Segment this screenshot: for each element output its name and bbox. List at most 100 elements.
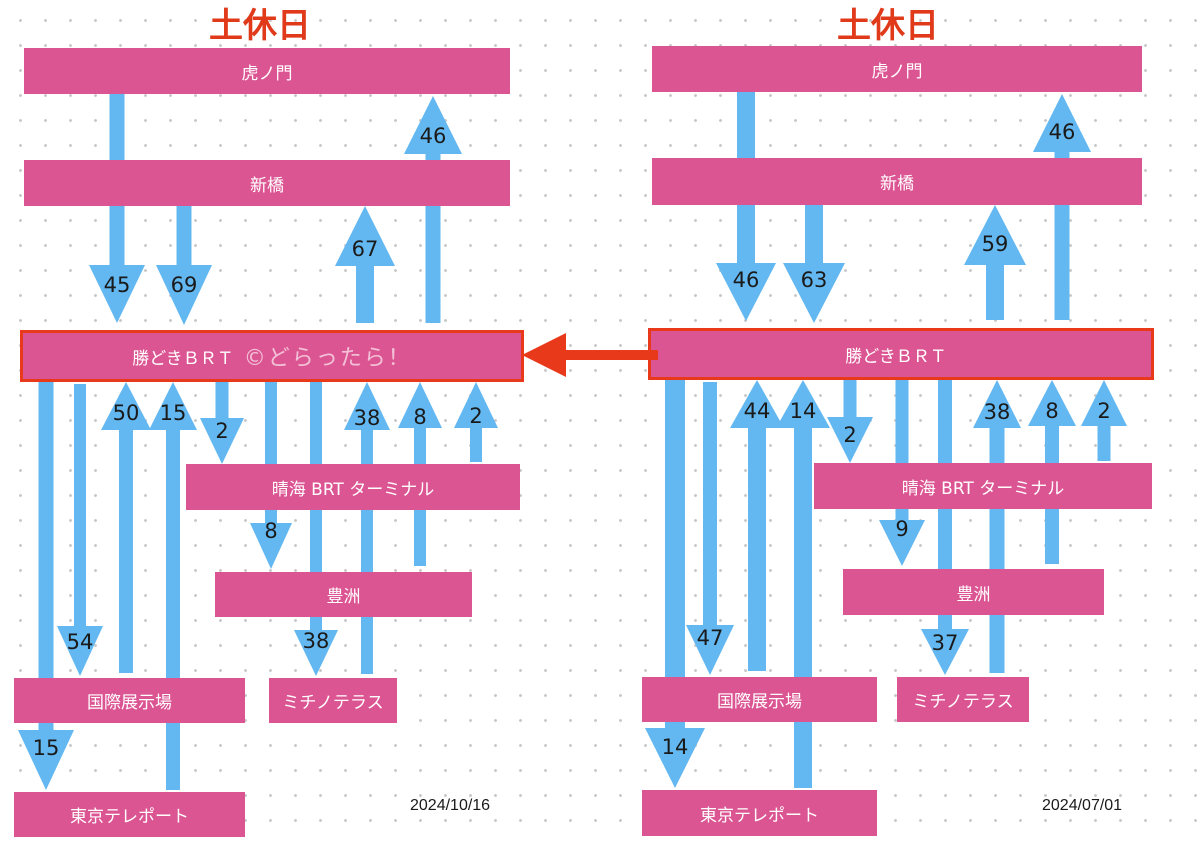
flow-value-label: 2	[1097, 399, 1110, 423]
station-label: 東京テレポート	[700, 805, 819, 826]
flow-value-label: 59	[982, 232, 1009, 256]
flow-arrow-head	[973, 380, 1021, 428]
flow-arrow-shaft	[805, 205, 823, 263]
flow-arrow-head	[1081, 380, 1127, 426]
flow-value-label: 46	[1049, 120, 1076, 144]
panel-left: 45 69 67 46 15 54 50 15 2 8 38 38 8 2 土休日 虎ノ門 新橋 勝どきＢ…	[14, 6, 524, 837]
flow-arrow-head	[398, 382, 442, 428]
flow-arrow-kachidoki-to-teleport: 14	[645, 380, 705, 788]
flow-arrow-head	[879, 520, 925, 566]
panel-title: 土休日	[837, 6, 939, 46]
flow-arrow-head	[783, 263, 845, 323]
flow-arrow-kokusai-to-kachidoki: 44	[730, 380, 784, 671]
flow-arrow-kokusai-to-kachidoki: 50	[101, 382, 151, 673]
flow-arrow-shaft	[215, 382, 229, 418]
flow-arrow-kachidoki-to-toranomon: 46	[404, 96, 462, 323]
date-label: 2024/10/16	[410, 797, 491, 814]
panel-title: 土休日	[209, 6, 311, 46]
flow-value-label: 15	[33, 736, 60, 760]
flow-arrow-shaft	[794, 428, 812, 788]
station-harumi-brt-terminal: 晴海 BRT ターミナル	[814, 463, 1152, 509]
flow-arrow-shaft	[665, 380, 685, 728]
flow-arrow-head	[1028, 380, 1076, 426]
flow-value-label: 45	[104, 273, 131, 297]
flow-arrow-kachidoki-to-shimbashi: 67	[335, 206, 395, 323]
flow-arrow-kachidoki-to-michinoterrace: 38	[294, 382, 338, 676]
flow-arrow-head	[686, 625, 734, 675]
flow-value-label: 9	[895, 517, 908, 541]
flow-arrow-head	[335, 206, 395, 266]
station-label: 新橋	[250, 175, 284, 196]
flow-arrow-shimbashi-to-kachidoki: 69	[156, 206, 212, 325]
flow-arrow-toranomon-to-kachidoki: 46	[716, 92, 776, 321]
flow-value-label: 8	[1045, 399, 1058, 423]
flow-arrow-kachidoki-to-teleport: 15	[18, 382, 74, 790]
flow-value-label: 50	[113, 401, 140, 425]
flow-value-label: 2	[469, 404, 482, 428]
flow-arrow-head	[776, 380, 830, 428]
flow-arrow-head	[156, 265, 212, 325]
flow-arrow-shimbashi-to-kachidoki: 63	[783, 205, 845, 323]
flow-arrow-shaft	[176, 206, 192, 265]
flow-arrow-head	[716, 263, 776, 321]
flow-arrow-head	[730, 380, 784, 428]
flow-arrow-head	[89, 265, 145, 323]
station-label: 晴海 BRT ターミナル	[271, 479, 435, 500]
station-toranomon: 虎ノ門	[652, 46, 1142, 92]
flow-arrow-head	[1033, 94, 1091, 152]
flow-arrow-head	[404, 96, 462, 154]
station-label: 国際展示場	[87, 693, 172, 713]
flow-arrow-head	[18, 730, 74, 790]
flow-arrow-shaft	[356, 266, 374, 323]
watermark: ©どらったら！	[243, 346, 412, 371]
station-toyosu: 豊洲	[843, 569, 1104, 615]
station-label: 虎ノ門	[241, 63, 293, 84]
flow-value-label: 46	[420, 124, 447, 148]
station-tokyo-teleport: 東京テレポート	[642, 790, 877, 836]
flow-value-label: 63	[801, 268, 828, 292]
station-toranomon: 虎ノ門	[24, 48, 510, 94]
flow-value-label: 8	[413, 405, 426, 429]
station-label: 国際展示場	[717, 692, 802, 712]
flow-value-label: 38	[303, 629, 330, 653]
flow-arrow-head	[101, 382, 151, 430]
station-label: 勝どきＢＲＴ	[845, 346, 947, 367]
date-label: 2024/07/01	[1042, 797, 1123, 814]
flow-arrow-kachidoki-to-kokusai: 47	[686, 382, 734, 675]
flow-arrow-shaft	[166, 430, 180, 790]
flow-value-label: 2	[215, 419, 228, 443]
flow-arrow-harumi-to-kachidoki: 2	[454, 382, 498, 462]
station-label: ミチノテラス	[912, 692, 1014, 712]
flow-value-label: 37	[932, 631, 959, 655]
flow-arrow-kachidoki-to-shimbashi: 59	[964, 205, 1026, 320]
station-label: 東京テレポート	[70, 807, 189, 827]
flow-value-label: 8	[264, 519, 277, 543]
flow-arrow-kachidoki-to-michinoterrace: 37	[921, 380, 969, 675]
station-kokusai-tenjijo: 国際展示場	[14, 678, 245, 723]
flow-value-label: 15	[160, 401, 187, 425]
flow-arrow-head	[250, 523, 292, 569]
flow-arrow-shaft	[119, 430, 133, 673]
flow-arrow-kachidoki-to-kokusai: 54	[57, 384, 103, 676]
flow-arrow-shaft	[748, 428, 766, 671]
flow-arrow-kachidoki-to-harumi: 2	[200, 382, 244, 464]
flow-arrow-shaft	[38, 382, 54, 730]
station-label: 虎ノ門	[871, 61, 923, 82]
station-label: 新橋	[880, 174, 914, 194]
station-label: 勝どきＢＲＴ	[132, 348, 234, 369]
station-michinoterrace: ミチノテラス	[897, 677, 1029, 722]
flow-arrow-harumi-to-kachidoki: 2	[1081, 380, 1127, 461]
station-kachidoki-brt: 勝どきＢＲＴ ©どらったら！	[20, 330, 524, 382]
station-kokusai-tenjijo: 国際展示場	[642, 677, 877, 722]
flow-arrow-shaft	[703, 382, 717, 625]
flow-value-label: 46	[733, 268, 760, 292]
flow-arrow-michinoterrace-to-kachidoki: 38	[344, 382, 390, 674]
station-label: 豊洲	[326, 587, 361, 607]
station-kachidoki-brt: 勝どきＢＲＴ	[648, 328, 1154, 380]
flow-value-label: 14	[662, 735, 689, 759]
flow-arrow-head	[57, 626, 103, 676]
flow-arrow-head	[149, 382, 197, 430]
flow-value-label: 14	[790, 399, 817, 423]
flow-arrow-head	[645, 728, 705, 788]
flow-arrow-shaft	[1097, 426, 1111, 461]
